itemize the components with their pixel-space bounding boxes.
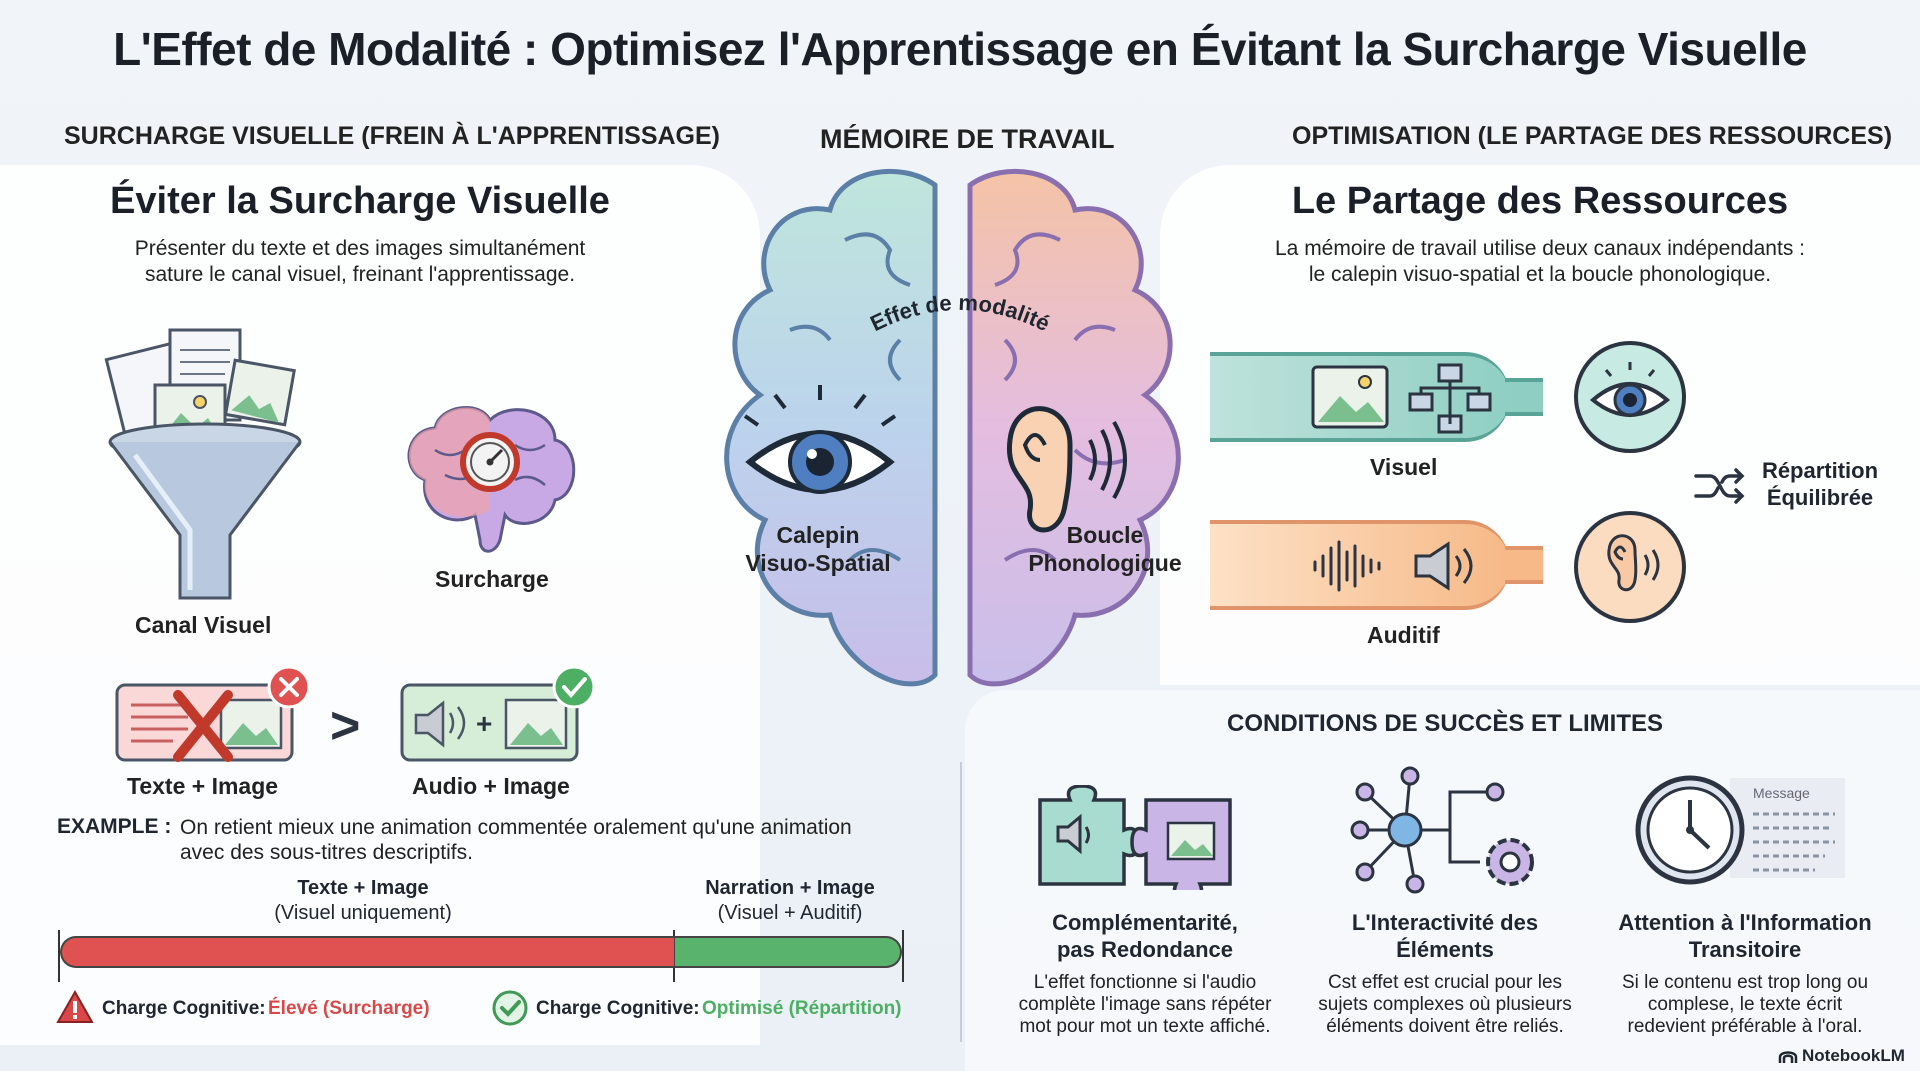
optimized-load-prefix: Charge Cognitive: (536, 998, 700, 1019)
visual-channel-neck (1505, 378, 1543, 416)
ear-circle-icon (1574, 511, 1686, 623)
left-lobe-line-2: Visuo-Spatial (745, 550, 891, 576)
bar-high-segment (60, 936, 674, 968)
left-desc-2: sature le canal visuel, freinant l'appre… (144, 263, 576, 286)
bar-tick-right (902, 930, 904, 982)
right-desc-2: le calepin visuo-spatial et la boucle ph… (1308, 263, 1772, 286)
warning-icon (56, 990, 94, 1023)
right-section-header: OPTIMISATION (LE PARTAGE DES RESSOURCES) (1292, 122, 1893, 150)
image-icon (1311, 365, 1389, 429)
bar-optimized-segment (674, 936, 902, 968)
audio-channel-neck (1505, 546, 1543, 584)
condition-3-text-3: redevient préférable à l'oral. (1627, 1016, 1863, 1037)
condition-3-text-1: Si le contenu est trop long ou (1621, 972, 1869, 993)
page-title: L'Effet de Modalité : Optimisez l'Appren… (113, 23, 1807, 75)
brand-label: NotebookLM (1802, 1046, 1905, 1065)
bar-right-title: Narration + Image (705, 877, 875, 899)
audio-label: Auditif (1367, 622, 1440, 648)
condition-2-title-2: Éléments (1396, 937, 1494, 962)
left-heading: Éviter la Surcharge Visuelle (110, 180, 610, 222)
notebooklm-logo-icon (1778, 1051, 1798, 1063)
center-section-header: MÉMOIRE DE TRAVAIL (820, 124, 1115, 154)
right-heading: Le Partage des Ressources (1291, 180, 1789, 222)
left-lobe-line-1: Calepin (776, 522, 860, 548)
balance-line-1: Répartition (1761, 458, 1879, 483)
speaker-icon (1414, 541, 1473, 591)
brain-diagram: Effet de modalité (724, 168, 1181, 687)
condition-1-text-2: complète l'image sans répéter (1018, 994, 1272, 1015)
condition-3-text-2: complese, le texte écrit (1647, 994, 1843, 1015)
condition-1-text-1: L'effet fonctionne si l'audio (1033, 972, 1257, 993)
left-section-header: SURCHARGE VISUELLE (FREIN À L'APPRENTISS… (64, 122, 720, 150)
conditions-header: CONDITIONS DE SUCCÈS ET LIMITES (1226, 710, 1664, 737)
network-icon (1350, 766, 1534, 894)
high-load-prefix: Charge Cognitive: (102, 998, 266, 1019)
compare-bad-label: Texte + Image (127, 773, 279, 799)
puzzle-icon (1038, 785, 1232, 890)
condition-2-text-1: Cst effet est crucial pour les (1327, 972, 1563, 993)
bar-left-sub: (Visuel uniquement) (274, 902, 452, 924)
compare-good-label: Audio + Image (412, 773, 570, 799)
message-icon-text: Message (1753, 785, 1810, 801)
bar-tick-left (58, 930, 60, 982)
svg-text:+: + (476, 708, 492, 739)
compare-operator: > (330, 697, 361, 755)
check-icon (492, 990, 528, 1026)
example-line-1: On retient mieux une animation commentée… (180, 816, 852, 839)
right-lobe-line-2: Phonologique (1028, 550, 1182, 576)
balance-line-2: Équilibrée (1766, 485, 1874, 510)
vertical-divider (960, 762, 962, 1042)
funnel-icon (104, 328, 302, 600)
right-lobe-line-1: Boucle (1066, 522, 1144, 548)
clock-message-icon: Message (1635, 775, 1845, 885)
high-load-value: Élevé (Surcharge) (268, 998, 430, 1019)
funnel-label: Canal Visuel (135, 612, 272, 638)
condition-2-text-3: éléments doivent être reliés. (1326, 1016, 1564, 1037)
condition-3-title-2: Transitoire (1688, 937, 1802, 962)
condition-2-title-1: L'Interactivité des (1351, 910, 1539, 935)
brain-label: Surcharge (435, 566, 549, 592)
flowchart-icon (1408, 363, 1492, 434)
condition-1-title-1: Complémentarité, (1052, 910, 1238, 935)
shuffle-icon (1694, 468, 1745, 504)
bar-right-sub: (Visuel + Auditif) (717, 902, 863, 924)
condition-3-title-1: Attention à l'Information (1618, 910, 1872, 935)
eye-circle-icon (1574, 341, 1686, 453)
condition-1-title-2: pas Redondance (1056, 937, 1234, 962)
optimized-load-value: Optimisé (Répartition) (702, 998, 902, 1019)
left-desc-1: Présenter du texte et des images simulta… (134, 237, 586, 260)
audio-image-icon: + (400, 665, 596, 762)
right-desc-1: La mémoire de travail utilise deux canau… (1275, 237, 1805, 260)
sound-wave-icon (1313, 540, 1381, 592)
text-image-icon (115, 665, 311, 762)
example-line-2: avec des sous-titres descriptifs. (180, 841, 473, 864)
example-prefix: EXAMPLE : (57, 815, 172, 838)
overloaded-brain-icon (407, 406, 576, 553)
left-panel (0, 165, 760, 1045)
bar-left-title: Texte + Image (297, 877, 429, 899)
condition-1-text-3: mot pour mot un texte affiché. (1019, 1016, 1271, 1037)
visual-label: Visuel (1370, 454, 1438, 480)
condition-2-text-2: sujets complexes où plusieurs (1318, 994, 1572, 1015)
